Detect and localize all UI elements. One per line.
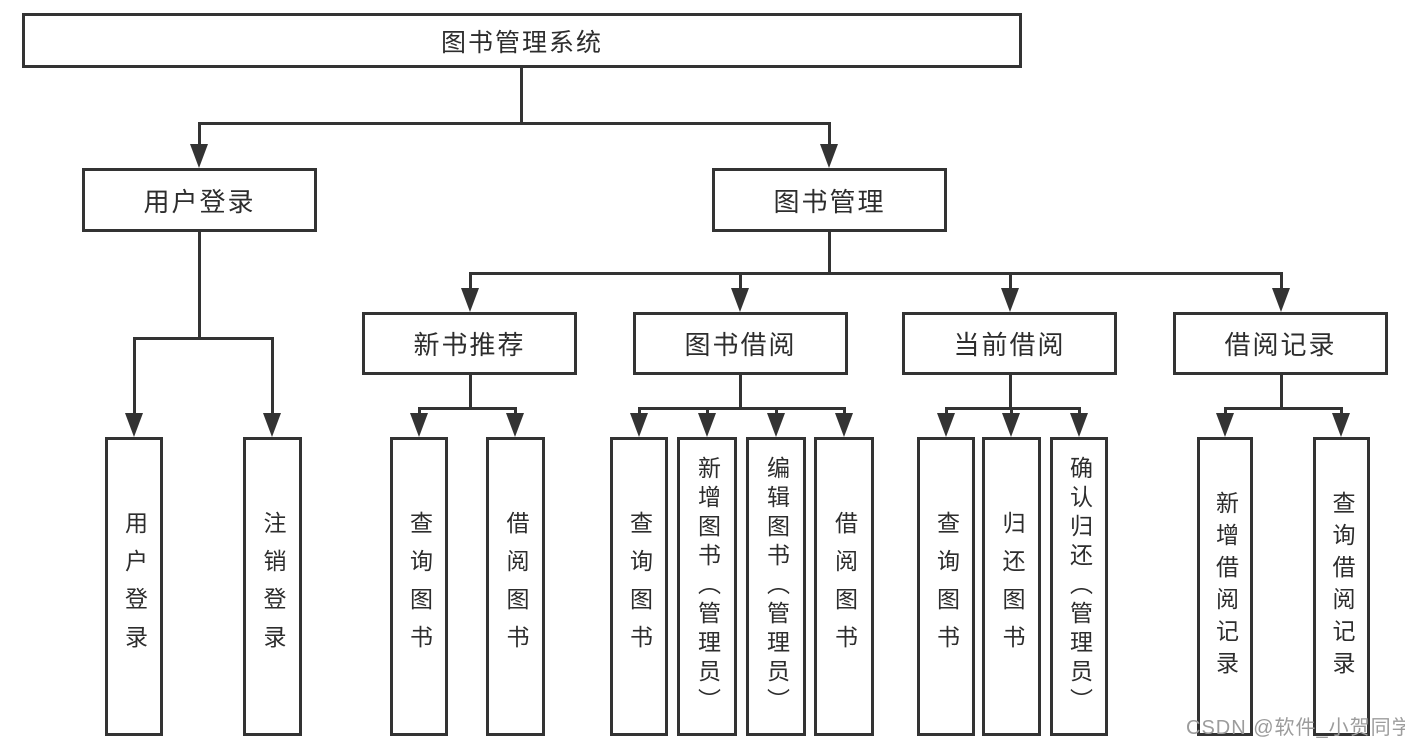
connector-line xyxy=(1009,407,1013,413)
connector-line xyxy=(519,68,523,122)
node-leaf-search-books-borrowing: 查询图书 xyxy=(610,437,668,736)
connector-line xyxy=(417,407,421,413)
node-leaf-add-book-admin: 新增图书（管理员） xyxy=(677,437,737,736)
node-root-system: 图书管理系统 xyxy=(22,13,1022,68)
arrowhead-icon xyxy=(731,288,749,312)
arrowhead-icon xyxy=(1001,288,1019,312)
arrowhead-icon xyxy=(410,413,428,437)
arrowhead-icon xyxy=(835,413,853,437)
connector-line xyxy=(132,337,274,340)
node-book-borrowing-label: 图书借阅 xyxy=(684,330,797,360)
connector-line xyxy=(513,407,517,413)
connector-line xyxy=(637,407,846,410)
node-leaf-search-borrow-record: 查询借阅记录 xyxy=(1313,437,1370,736)
arrowhead-icon xyxy=(263,413,281,437)
connector-line xyxy=(944,407,1081,410)
arrowhead-icon xyxy=(698,413,716,437)
node-current-borrowing-label: 当前借阅 xyxy=(953,330,1066,360)
node-current-borrowing: 当前借阅 xyxy=(902,312,1117,375)
arrowhead-icon xyxy=(1002,413,1020,437)
connector-line xyxy=(1339,407,1343,413)
connector-line xyxy=(738,272,742,288)
connector-line xyxy=(774,407,778,413)
arrowhead-icon xyxy=(1216,413,1234,437)
arrowhead-icon xyxy=(767,413,785,437)
connector-line xyxy=(132,337,136,413)
connector-line xyxy=(197,122,831,125)
connector-line xyxy=(1223,407,1227,413)
node-new-book-recommend: 新书推荐 xyxy=(362,312,577,375)
connector-line xyxy=(1279,375,1283,407)
node-borrowing-records-label: 借阅记录 xyxy=(1224,330,1337,360)
node-root-label: 图书管理系统 xyxy=(440,28,603,57)
node-leaf-add-borrow-record: 新增借阅记录 xyxy=(1197,437,1253,736)
arrowhead-icon xyxy=(1272,288,1290,312)
node-leaf-search-books-current: 查询图书 xyxy=(917,437,975,736)
connector-line xyxy=(468,272,1283,275)
connector-line xyxy=(738,375,742,407)
connector-line xyxy=(1008,272,1012,288)
arrowhead-icon xyxy=(820,144,838,168)
arrowhead-icon xyxy=(937,413,955,437)
connector-line xyxy=(705,407,709,413)
connector-line xyxy=(468,272,472,288)
connector-line xyxy=(417,407,517,410)
connector-line xyxy=(1077,407,1081,413)
connector-line xyxy=(468,375,472,407)
connector-line xyxy=(842,407,846,413)
node-leaf-logout: 注销登录 xyxy=(243,437,302,736)
node-leaf-search-books-recommend: 查询图书 xyxy=(390,437,448,736)
connector-line xyxy=(197,122,201,144)
connector-line xyxy=(1223,407,1343,410)
arrowhead-icon xyxy=(506,413,524,437)
connector-line xyxy=(944,407,948,413)
connector-line xyxy=(270,337,274,413)
node-book-borrowing: 图书借阅 xyxy=(633,312,848,375)
node-user-login-label: 用户登录 xyxy=(143,186,256,217)
node-leaf-borrow-books-borrowing: 借阅图书 xyxy=(814,437,874,736)
arrowhead-icon xyxy=(1070,413,1088,437)
arrowhead-icon xyxy=(630,413,648,437)
node-leaf-return-books: 归还图书 xyxy=(982,437,1041,736)
node-new-book-recommend-label: 新书推荐 xyxy=(413,330,526,360)
watermark: CSDN @软件_小贺同学 xyxy=(1186,717,1405,739)
connector-line xyxy=(197,232,201,337)
arrowhead-icon xyxy=(125,413,143,437)
arrowhead-icon xyxy=(461,288,479,312)
node-leaf-edit-book-admin: 编辑图书（管理员） xyxy=(746,437,806,736)
node-leaf-borrow-books-recommend: 借阅图书 xyxy=(486,437,545,736)
node-book-management: 图书管理 xyxy=(712,168,947,232)
connector-line xyxy=(1279,272,1283,288)
arrowhead-icon xyxy=(1332,413,1350,437)
connector-line xyxy=(827,232,831,272)
arrowhead-icon xyxy=(190,144,208,168)
node-leaf-confirm-return-admin: 确认归还（管理员） xyxy=(1050,437,1108,736)
connector-line xyxy=(827,122,831,144)
node-book-management-label: 图书管理 xyxy=(773,186,886,217)
node-leaf-user-login: 用户登录 xyxy=(105,437,163,736)
node-user-login: 用户登录 xyxy=(82,168,317,232)
connector-line xyxy=(637,407,641,413)
connector-line xyxy=(1008,375,1012,407)
node-borrowing-records: 借阅记录 xyxy=(1173,312,1388,375)
